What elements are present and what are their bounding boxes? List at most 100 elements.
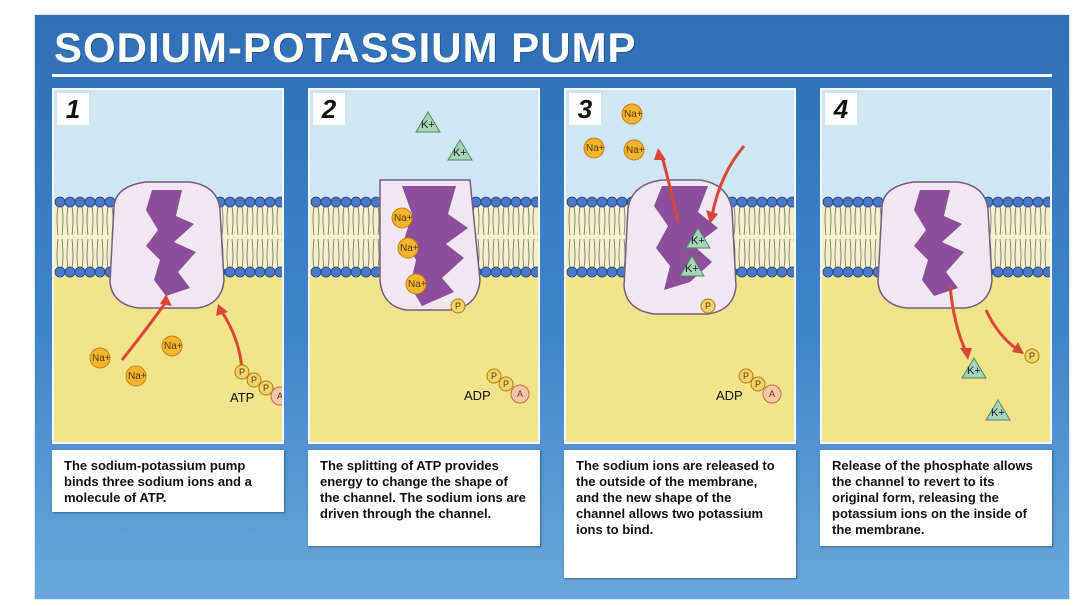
phospholipid-tail bbox=[588, 206, 596, 236]
phospholipid-tail bbox=[266, 206, 274, 236]
phospholipid-head bbox=[1022, 196, 1034, 208]
phospholipid-tail bbox=[864, 206, 872, 236]
adp-label: ADP bbox=[716, 388, 743, 403]
phospholipid-tail bbox=[86, 238, 94, 268]
na-ion: Na+ bbox=[125, 365, 147, 387]
phospholipid-head bbox=[842, 266, 854, 278]
svg-text:P: P bbox=[705, 301, 711, 311]
phospholipid-tail bbox=[854, 206, 862, 236]
phospholipid-tail bbox=[768, 238, 776, 268]
step-2-illustration: K+ K+ Na+ Na+ Na+ P P P A ADP bbox=[310, 90, 538, 442]
phospholipid-head bbox=[822, 266, 834, 278]
svg-text:Na+: Na+ bbox=[624, 109, 643, 120]
phospholipid-tail bbox=[568, 206, 576, 236]
phospholipid-tail bbox=[342, 238, 350, 268]
phospholipid-tail bbox=[1024, 206, 1032, 236]
adp-molecule: P P A ADP bbox=[716, 368, 782, 404]
phospholipid-head bbox=[756, 196, 768, 208]
phospholipid-head bbox=[94, 266, 106, 278]
step-number: 1 bbox=[57, 93, 89, 125]
step-panel-3: Na+ Na+ Na+ K+ K+ P P P A ADP 3 bbox=[564, 88, 796, 444]
phospholipid-head bbox=[340, 266, 352, 278]
phospholipid-head bbox=[84, 196, 96, 208]
phospholipid-head bbox=[64, 196, 76, 208]
phospholipid-tail bbox=[568, 238, 576, 268]
phospholipid-tail bbox=[844, 238, 852, 268]
phospholipid-tail bbox=[246, 206, 254, 236]
phospholipid-head bbox=[234, 196, 246, 208]
phospholipid-head bbox=[500, 196, 512, 208]
pump-channel bbox=[146, 190, 196, 296]
step-4-caption: Release of the phosphate allows the chan… bbox=[820, 450, 1052, 546]
phosphate: P bbox=[450, 298, 466, 314]
step-3-illustration: Na+ Na+ Na+ K+ K+ P P P A ADP bbox=[566, 90, 794, 442]
phospholipid-head bbox=[480, 266, 492, 278]
phospholipid-head bbox=[350, 266, 362, 278]
phospholipid-tail bbox=[1014, 238, 1022, 268]
phospholipid-head bbox=[1042, 266, 1050, 278]
phospholipid-tail bbox=[748, 206, 756, 236]
phospholipid-head bbox=[1012, 196, 1024, 208]
svg-text:K+: K+ bbox=[421, 119, 435, 131]
phospholipid-head bbox=[832, 266, 844, 278]
phospholipid-tail bbox=[1044, 238, 1050, 268]
phospholipid-head bbox=[776, 196, 788, 208]
svg-text:Na+: Na+ bbox=[626, 145, 645, 156]
phospholipid-tail bbox=[1034, 206, 1042, 236]
na-ion: Na+ bbox=[391, 207, 413, 229]
phospholipid-head bbox=[616, 196, 628, 208]
phospholipid-tail bbox=[1034, 238, 1042, 268]
step-panel-2: K+ K+ Na+ Na+ Na+ P P P A ADP 2 bbox=[308, 88, 540, 444]
phospholipid-tail bbox=[76, 238, 84, 268]
svg-text:P: P bbox=[239, 367, 245, 377]
phospholipid-tail bbox=[854, 238, 862, 268]
phospholipid-tail bbox=[788, 206, 794, 236]
phospholipid-head bbox=[786, 266, 794, 278]
svg-text:P: P bbox=[755, 379, 761, 389]
phospholipid-tail bbox=[598, 206, 606, 236]
phospholipid-head bbox=[350, 196, 362, 208]
phospholipid-tail bbox=[512, 238, 520, 268]
svg-text:P: P bbox=[455, 301, 461, 311]
svg-text:P: P bbox=[503, 379, 509, 389]
phospholipid-tail bbox=[236, 206, 244, 236]
phospholipid-head bbox=[746, 266, 758, 278]
phospholipid-tail bbox=[758, 238, 766, 268]
phospholipid-head bbox=[234, 266, 246, 278]
phospholipid-tail bbox=[608, 206, 616, 236]
phospholipid-head bbox=[274, 196, 282, 208]
atp-label: ATP bbox=[230, 390, 254, 405]
phospholipid-tail bbox=[768, 206, 776, 236]
k-ion: K+ bbox=[447, 139, 473, 161]
phospholipid-tail bbox=[66, 206, 74, 236]
phospholipid-head bbox=[264, 266, 276, 278]
phospholipid-head bbox=[94, 196, 106, 208]
phospholipid-head bbox=[520, 266, 532, 278]
phospholipid-tail bbox=[482, 206, 490, 236]
na-ion: Na+ bbox=[583, 137, 605, 159]
svg-text:Na+: Na+ bbox=[394, 213, 413, 224]
phospholipid-head bbox=[586, 266, 598, 278]
svg-text:A: A bbox=[277, 391, 283, 401]
phospholipid-tail bbox=[312, 238, 320, 268]
phospholipid-tail bbox=[66, 238, 74, 268]
na-ion: Na+ bbox=[89, 347, 111, 369]
phospholipid-tail bbox=[322, 206, 330, 236]
phospholipid-head bbox=[736, 196, 748, 208]
phospholipid-head bbox=[566, 196, 578, 208]
na-ion: Na+ bbox=[623, 139, 645, 161]
phospholipid-head bbox=[244, 196, 256, 208]
svg-text:P: P bbox=[743, 371, 749, 381]
title-underline bbox=[52, 74, 1052, 77]
phosphate: P bbox=[700, 298, 716, 314]
phospholipid-tail bbox=[96, 238, 104, 268]
adp-label: ADP bbox=[464, 388, 491, 403]
phospholipid-head bbox=[1042, 196, 1050, 208]
phospholipid-head bbox=[274, 266, 282, 278]
na-ion: Na+ bbox=[621, 103, 643, 125]
phospholipid-tail bbox=[834, 238, 842, 268]
phospholipid-head bbox=[852, 196, 864, 208]
phospholipid-head bbox=[566, 266, 578, 278]
step-number: 3 bbox=[569, 93, 601, 125]
phospholipid-head bbox=[1002, 266, 1014, 278]
